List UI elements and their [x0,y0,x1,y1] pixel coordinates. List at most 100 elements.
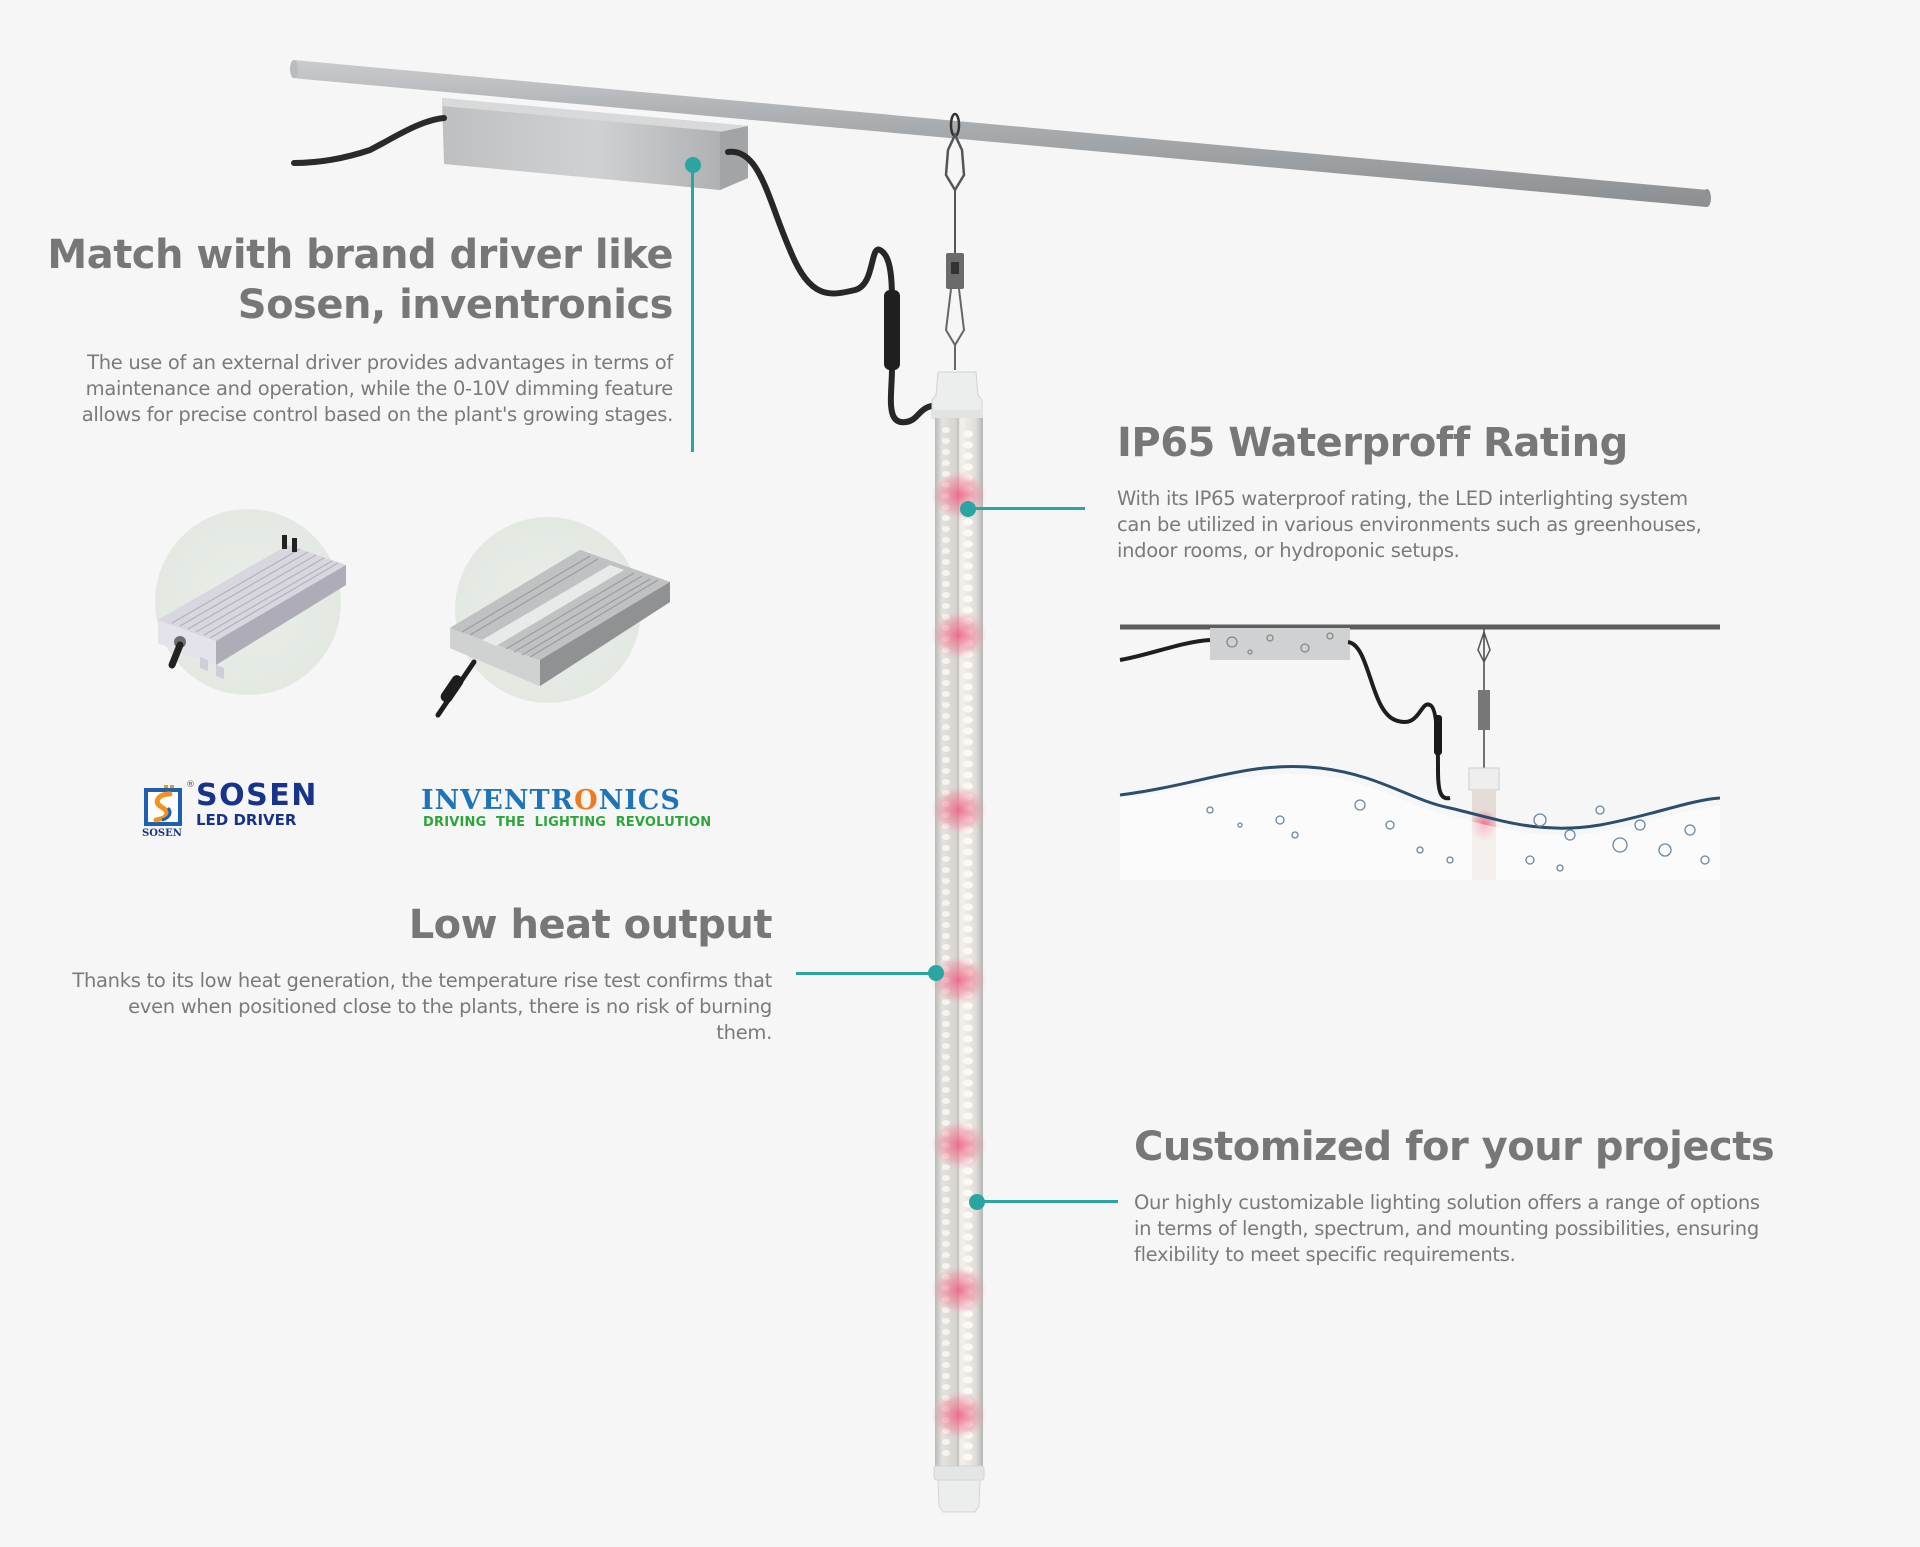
led-dot [963,584,973,592]
led-dot [963,1178,973,1186]
water-bubble [1206,806,1214,814]
led-dot [942,460,950,466]
led-dot [942,449,950,455]
led-dot [942,592,950,598]
led-dot [963,430,973,438]
water-bubble [1684,824,1696,836]
led-dot [942,878,950,884]
led-dot [963,848,973,856]
led-dot [942,1241,950,1247]
led-dot [963,1233,973,1241]
led-dot [942,1032,950,1038]
led-dot [942,746,950,752]
led-dot [963,1453,973,1461]
red-led-band [931,471,987,519]
led-dot [963,573,973,581]
led-dot [942,1175,950,1181]
led-dot [942,1329,950,1335]
water-bubble [1595,805,1605,815]
led-dot [942,922,950,928]
feature-driver-title-line1: Match with brand driver like [47,232,673,278]
led-driver-box-icon [158,535,346,679]
inventronics-name-o: O [574,785,599,816]
led-dot [963,1013,973,1021]
led-dot [963,1035,973,1043]
led-dot [942,1351,950,1357]
led-dot [942,1021,950,1027]
feature-low-heat-title: Low heat output [408,902,773,948]
led-dot [942,944,950,950]
feature-driver-title: Match with brand driver like Sosen, inve… [40,230,673,330]
led-dot [963,540,973,548]
cable-connector [884,290,900,370]
logo-inventronics: INVENTRONICS DRIVING THE LIGHTING REVOLU… [421,785,711,835]
sosen-registered-mark: ® [186,780,195,790]
led-dot [963,1024,973,1032]
led-dot [942,1087,950,1093]
feature-waterproof-description: With its IP65 waterproof rating, the LED… [1117,487,1702,562]
led-tube [931,371,987,1513]
led-dot [942,1010,950,1016]
driver-image-inventronics [435,517,670,718]
led-dot [963,1189,973,1197]
led-dot [942,1384,950,1390]
led-dot [963,914,973,922]
led-dot [942,1219,950,1225]
connector-line-low-heat [796,972,936,975]
led-dot [963,1365,973,1373]
led-dot [942,757,950,763]
waterproof-scene-image [1119,624,1721,880]
red-led-band [931,1121,987,1169]
led-dot [963,947,973,955]
led-dot [942,1263,950,1269]
led-dot [963,1046,973,1054]
water-bubble [1658,843,1672,857]
water-bubble [1564,829,1576,841]
led-dot [963,694,973,702]
led-dot [942,1340,950,1346]
led-dot [942,1186,950,1192]
led-dot [963,452,973,460]
output-cable [725,148,943,426]
led-dot [942,1098,950,1104]
water-bubble [1525,855,1535,865]
led-dot [963,1376,973,1384]
led-dot [963,463,973,471]
led-dot [942,669,950,675]
led-dot [942,1043,950,1049]
led-dot [963,672,973,680]
sosen-logo-name: SOSEN [196,778,318,813]
led-dot [963,1101,973,1109]
led-dot [942,1054,950,1060]
sosen-logo-tagline: LED DRIVER [196,811,297,829]
led-dot [942,691,950,697]
feature-waterproof: IP65 Waterproff Rating With its IP65 wat… [1117,418,1717,564]
led-dot [963,925,973,933]
led-dot [942,1065,950,1071]
inventronics-logo-tagline: DRIVING THE LIGHTING REVOLUTION [423,815,712,830]
led-dot [942,845,950,851]
led-dot [963,529,973,537]
connector-line-driver [691,165,694,452]
led-dot [963,749,973,757]
led-dot [942,724,950,730]
led-dot [963,936,973,944]
led-dot [942,867,950,873]
led-dot [942,427,950,433]
water-bubble [1556,864,1564,872]
led-dot [942,1373,950,1379]
led-dot [942,603,950,609]
led-dot [942,768,950,774]
feature-customized: Customized for your projects Our highly … [1134,1122,1794,1268]
led-dot [963,881,973,889]
led-dot [963,1079,973,1087]
led-driver-box-icon [435,550,670,718]
hanger [944,112,966,370]
red-led-band [931,1391,987,1439]
led-dot [942,933,950,939]
water-bubble [1385,820,1395,830]
input-cable [291,115,447,166]
led-dot [942,1076,950,1082]
led-dot [942,526,950,532]
sosen-logo-small-name: SOSEN [142,828,182,839]
